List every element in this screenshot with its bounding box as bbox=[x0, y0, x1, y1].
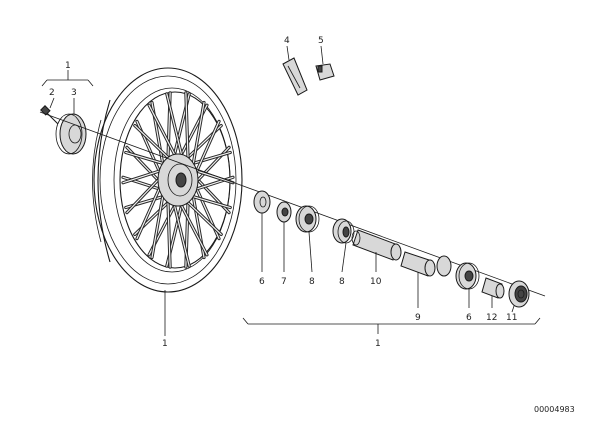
reference-code: 00004983 bbox=[534, 405, 575, 414]
wheel-spoke bbox=[148, 104, 176, 155]
wheel-spoke bbox=[134, 124, 169, 159]
callout-3: 3 bbox=[71, 88, 77, 98]
seal-part-11 bbox=[508, 280, 530, 308]
wheel-spoke bbox=[125, 151, 164, 164]
wheel-spoke bbox=[166, 93, 183, 155]
wheel-spoke bbox=[126, 179, 159, 214]
callout-12: 12 bbox=[486, 313, 497, 323]
spacer-part-12 bbox=[481, 277, 505, 299]
wheel-rim bbox=[92, 67, 243, 293]
wheel-spoke bbox=[192, 101, 205, 164]
leader-lines bbox=[41, 45, 541, 336]
brake-disc-part-3 bbox=[55, 113, 87, 155]
bearing-part-8b bbox=[332, 218, 355, 244]
wheel-spoke bbox=[136, 188, 160, 240]
wheel-spoke bbox=[196, 170, 234, 184]
wheel-spoke bbox=[192, 196, 231, 209]
wheel-spoke bbox=[180, 205, 208, 256]
callout-5: 5 bbox=[318, 36, 324, 46]
wheel-spokes bbox=[121, 91, 235, 269]
bolt-part-2 bbox=[40, 105, 59, 125]
callout-2: 2 bbox=[49, 88, 55, 98]
wheel-spoke bbox=[196, 120, 220, 172]
spacer-sleeve-part-10 bbox=[351, 229, 402, 261]
callout-6a: 6 bbox=[259, 277, 265, 287]
callout-8a: 8 bbox=[309, 277, 315, 287]
wheel-hub bbox=[157, 153, 199, 207]
callout-8b: 8 bbox=[339, 277, 345, 287]
callout-7: 7 bbox=[281, 277, 287, 287]
callout-4: 4 bbox=[284, 36, 290, 46]
sleeve-part-9 bbox=[400, 251, 452, 277]
callout-1-top: 1 bbox=[65, 61, 71, 71]
clip-part-5 bbox=[315, 63, 335, 81]
wheel-spoke bbox=[167, 201, 171, 268]
wheel-spoke bbox=[185, 92, 189, 159]
bearing-part-8a bbox=[295, 205, 320, 233]
callout-11: 11 bbox=[506, 313, 517, 323]
wheel-spoke bbox=[173, 205, 190, 267]
weight-part-4 bbox=[282, 57, 308, 96]
bearing-part-6a bbox=[253, 190, 271, 214]
wheel-spoke bbox=[122, 170, 160, 184]
callout-10: 10 bbox=[370, 277, 382, 287]
wheel-spoke bbox=[192, 151, 231, 164]
wheel-spoke bbox=[187, 201, 222, 236]
seal-part-7 bbox=[276, 201, 292, 223]
callout-1-wheel: 1 bbox=[162, 339, 168, 349]
wheel-spoke bbox=[151, 196, 164, 259]
bearing-part-6b bbox=[455, 262, 480, 290]
callout-6b: 6 bbox=[466, 313, 472, 323]
callout-1-axle: 1 bbox=[375, 339, 381, 349]
callout-9: 9 bbox=[415, 313, 421, 323]
